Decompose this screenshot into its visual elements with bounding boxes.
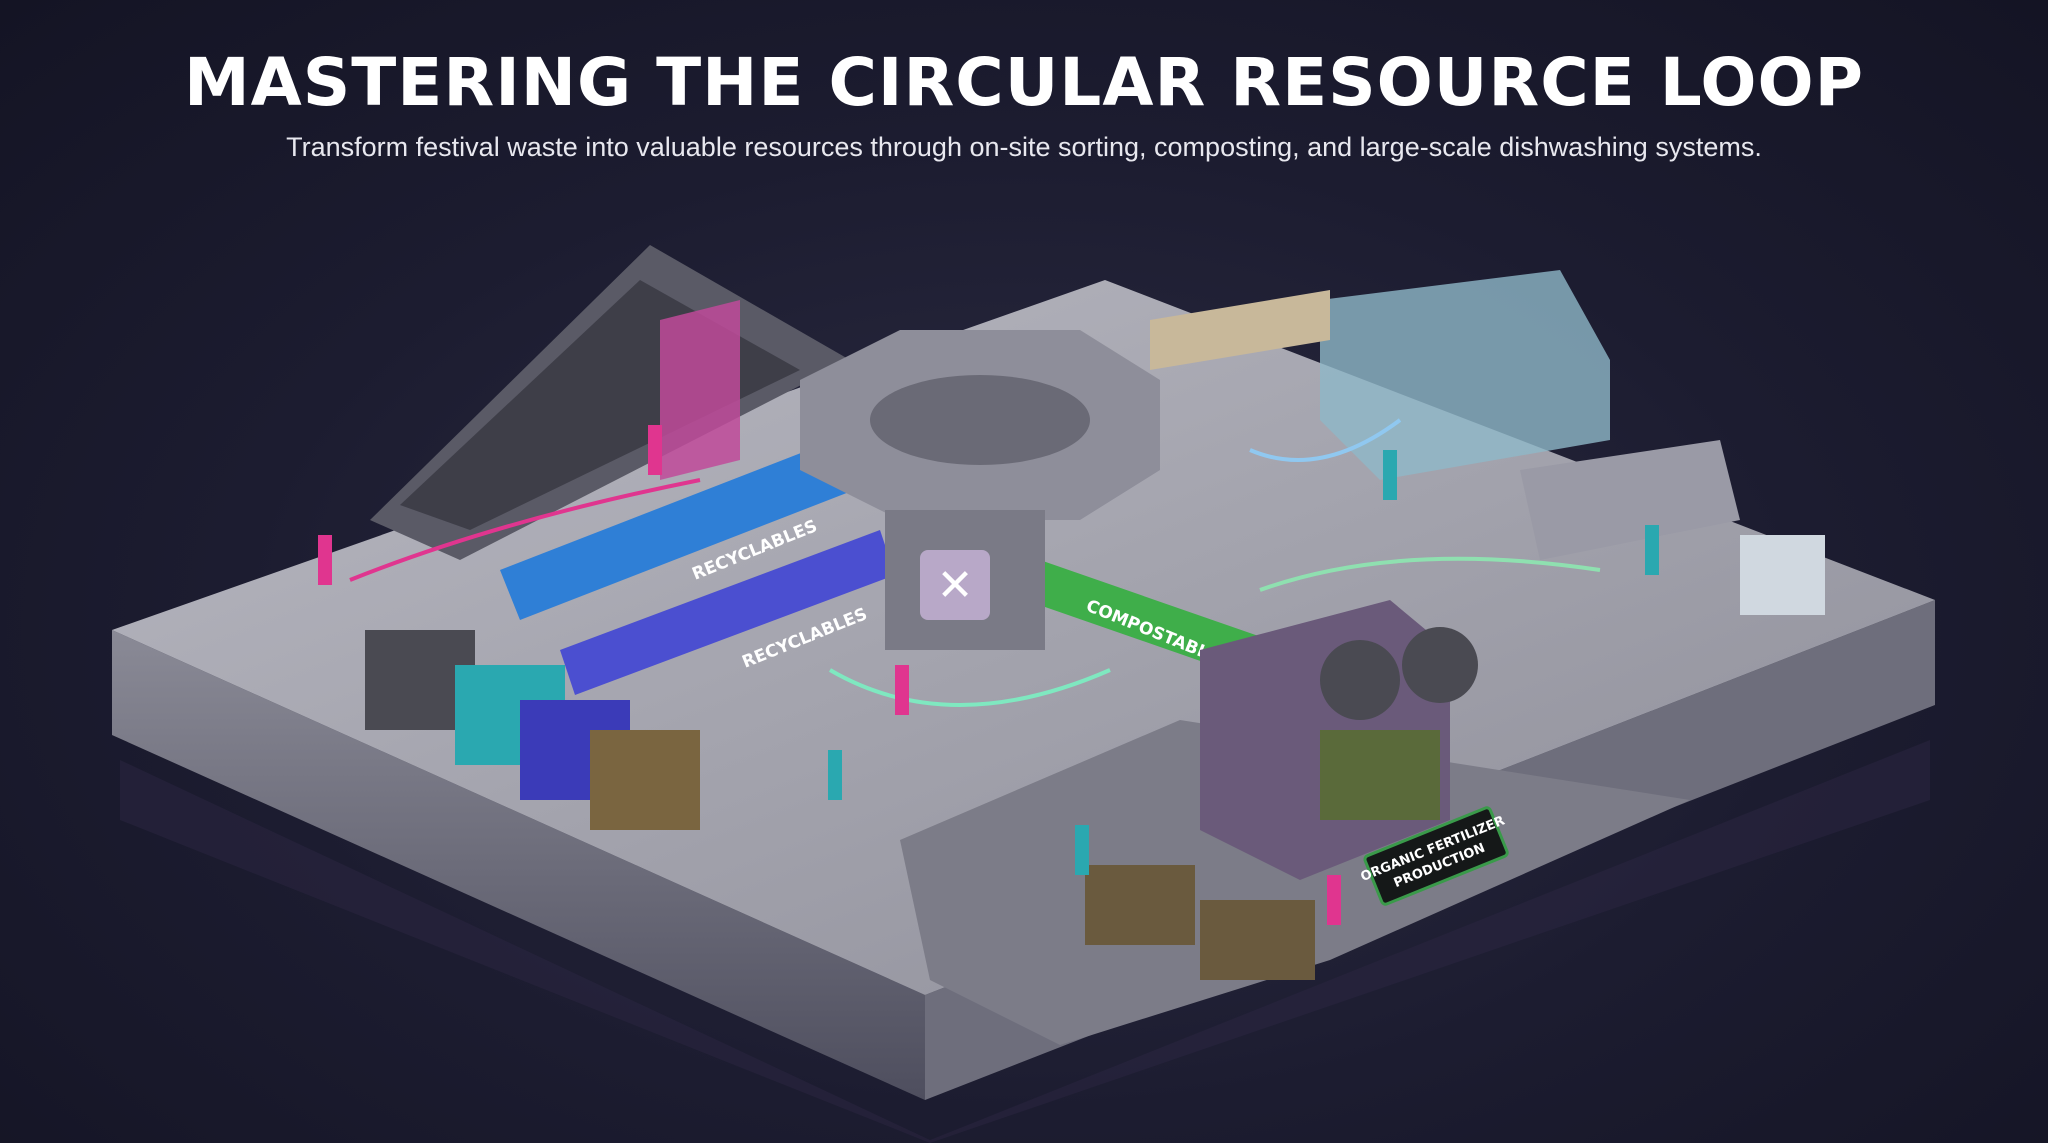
flower-icon: ✕ [937, 561, 974, 610]
bin-brown [590, 730, 700, 830]
flow-arrows [349, 418, 1601, 707]
central-sorting-hub: ✕ [800, 330, 1160, 650]
fertilizer-pallets [1085, 865, 1315, 980]
page-title: MASTERING THE CIRCULAR RESOURCE LOOP [183, 44, 1864, 121]
cup-crate [1740, 535, 1825, 615]
hub-logo-icon [920, 550, 990, 620]
waste-ramp [370, 245, 850, 560]
page-subtitle: Transform festival waste into valuable r… [286, 132, 1762, 162]
sorting-bins [365, 630, 700, 830]
workers [318, 425, 1659, 925]
floor-reflection [120, 740, 1930, 1143]
compost-grinder [1200, 600, 1478, 880]
